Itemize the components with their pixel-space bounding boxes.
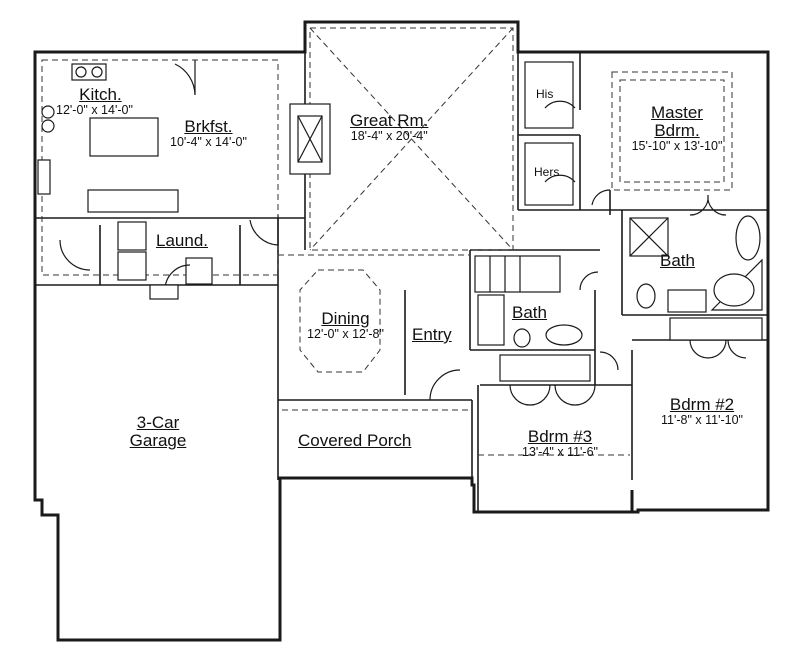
kitchen-dims: 12'-0" x 14'-0" (56, 102, 133, 117)
laundry-label: Laund. (156, 232, 208, 250)
closet-details (524, 61, 611, 206)
dining-name: Dining (321, 309, 370, 328)
door-arc (249, 215, 279, 246)
laundry-name: Laund. (156, 231, 208, 250)
bedroom-2-dims: 11'-8" x 11'-10" (661, 412, 743, 427)
entry-name: Entry (412, 325, 452, 344)
master-bath-fixtures (629, 194, 763, 313)
laundry-fixtures (59, 221, 213, 300)
hall-bath-name: Bath (512, 303, 547, 322)
bedroom-3-name: Bdrm #3 (527, 427, 593, 446)
exterior-wall (33, 20, 770, 642)
kitchen-label: Kitch. 12'-0" x 14'-0" (56, 85, 133, 117)
dining-dims: 12'-0" x 12'-8" (307, 326, 384, 341)
bedroom-2-label: Bdrm #2 11'-8" x 11'-10" (640, 396, 764, 427)
bedroom-closets (499, 317, 763, 406)
hers-closet-label: Hers (534, 165, 560, 179)
garage-name-2: Garage (129, 430, 187, 450)
breakfast-table (289, 103, 331, 175)
dining-label: Dining 12'-0" x 12'-8" (283, 310, 408, 341)
garage-name: 3-Car (136, 413, 180, 432)
breakfast-label: Brkfst. 10'-4" x 14'-0" (170, 118, 247, 149)
master-bedroom-name-2: Bdrm. (654, 120, 700, 140)
great-room-label: Great Rm. 18'-4" x 20'-4" (350, 112, 428, 143)
covered-porch-name: Covered Porch (298, 431, 412, 450)
entry-label: Entry (412, 326, 452, 344)
hall-bath-label: Bath (512, 304, 547, 322)
breakfast-name: Brkfst. (184, 117, 233, 136)
interior-walls (35, 52, 768, 512)
great-room-name: Great Rm. (350, 111, 429, 130)
his-closet-label: His (536, 87, 554, 101)
bedroom-2-name: Bdrm #2 (669, 395, 735, 414)
great-room-dims: 18'-4" x 20'-4" (350, 128, 428, 143)
garage-label: 3-Car Garage (108, 414, 208, 450)
breakfast-dims: 10'-4" x 14'-0" (170, 134, 247, 149)
kitchen-name: Kitch. (79, 85, 122, 104)
entry-door (429, 369, 461, 401)
bedroom-3-label: Bdrm #3 13'-4" x 11'-6" (500, 428, 620, 459)
master-bath-name: Bath (660, 251, 695, 270)
master-bedroom-label: Master Bdrm. 15'-10" x 13'-10" (612, 104, 742, 153)
bedroom-3-dims: 13'-4" x 11'-6" (522, 444, 598, 459)
master-bedroom-dims: 15'-10" x 13'-10" (631, 138, 723, 153)
master-bedroom-name: Master (651, 103, 703, 122)
covered-porch-label: Covered Porch (298, 432, 411, 450)
hall-bath-fixtures (474, 255, 619, 371)
kitchen-fixtures (37, 60, 196, 213)
master-bath-label: Bath (660, 252, 695, 270)
